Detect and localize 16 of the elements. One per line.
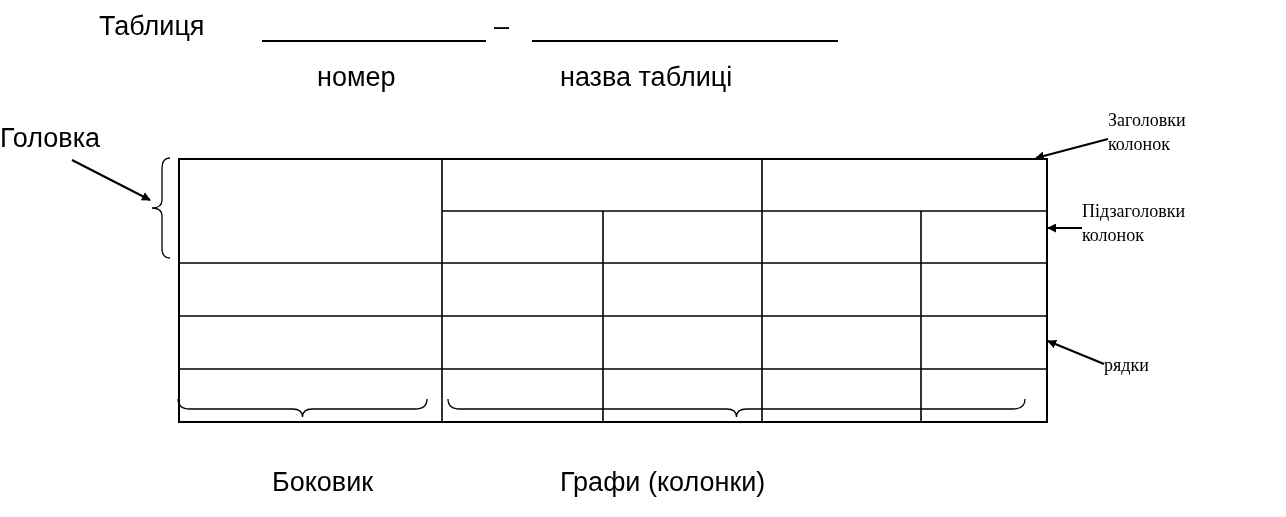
leader-arrow xyxy=(1047,223,1082,233)
leader-arrow xyxy=(71,159,151,201)
caption-text: номер xyxy=(317,63,396,93)
callout-text: Головка xyxy=(0,124,101,154)
caption-text: назва таблиці xyxy=(560,63,733,93)
dash-text: – xyxy=(494,12,510,42)
table-grid xyxy=(178,158,1048,423)
title: Таблиця xyxy=(99,12,205,42)
callout-text: Заголовки колонок xyxy=(1108,108,1218,157)
leader-arrow xyxy=(1035,137,1109,161)
leader-arrow xyxy=(1047,339,1105,365)
caption-text: Графи (колонки) xyxy=(560,468,766,498)
curly-brace xyxy=(150,158,170,258)
callout-text: рядки xyxy=(1104,353,1164,378)
caption-text: Боковик xyxy=(272,468,374,498)
callout-text: Підзаголовки колонок xyxy=(1082,199,1212,248)
